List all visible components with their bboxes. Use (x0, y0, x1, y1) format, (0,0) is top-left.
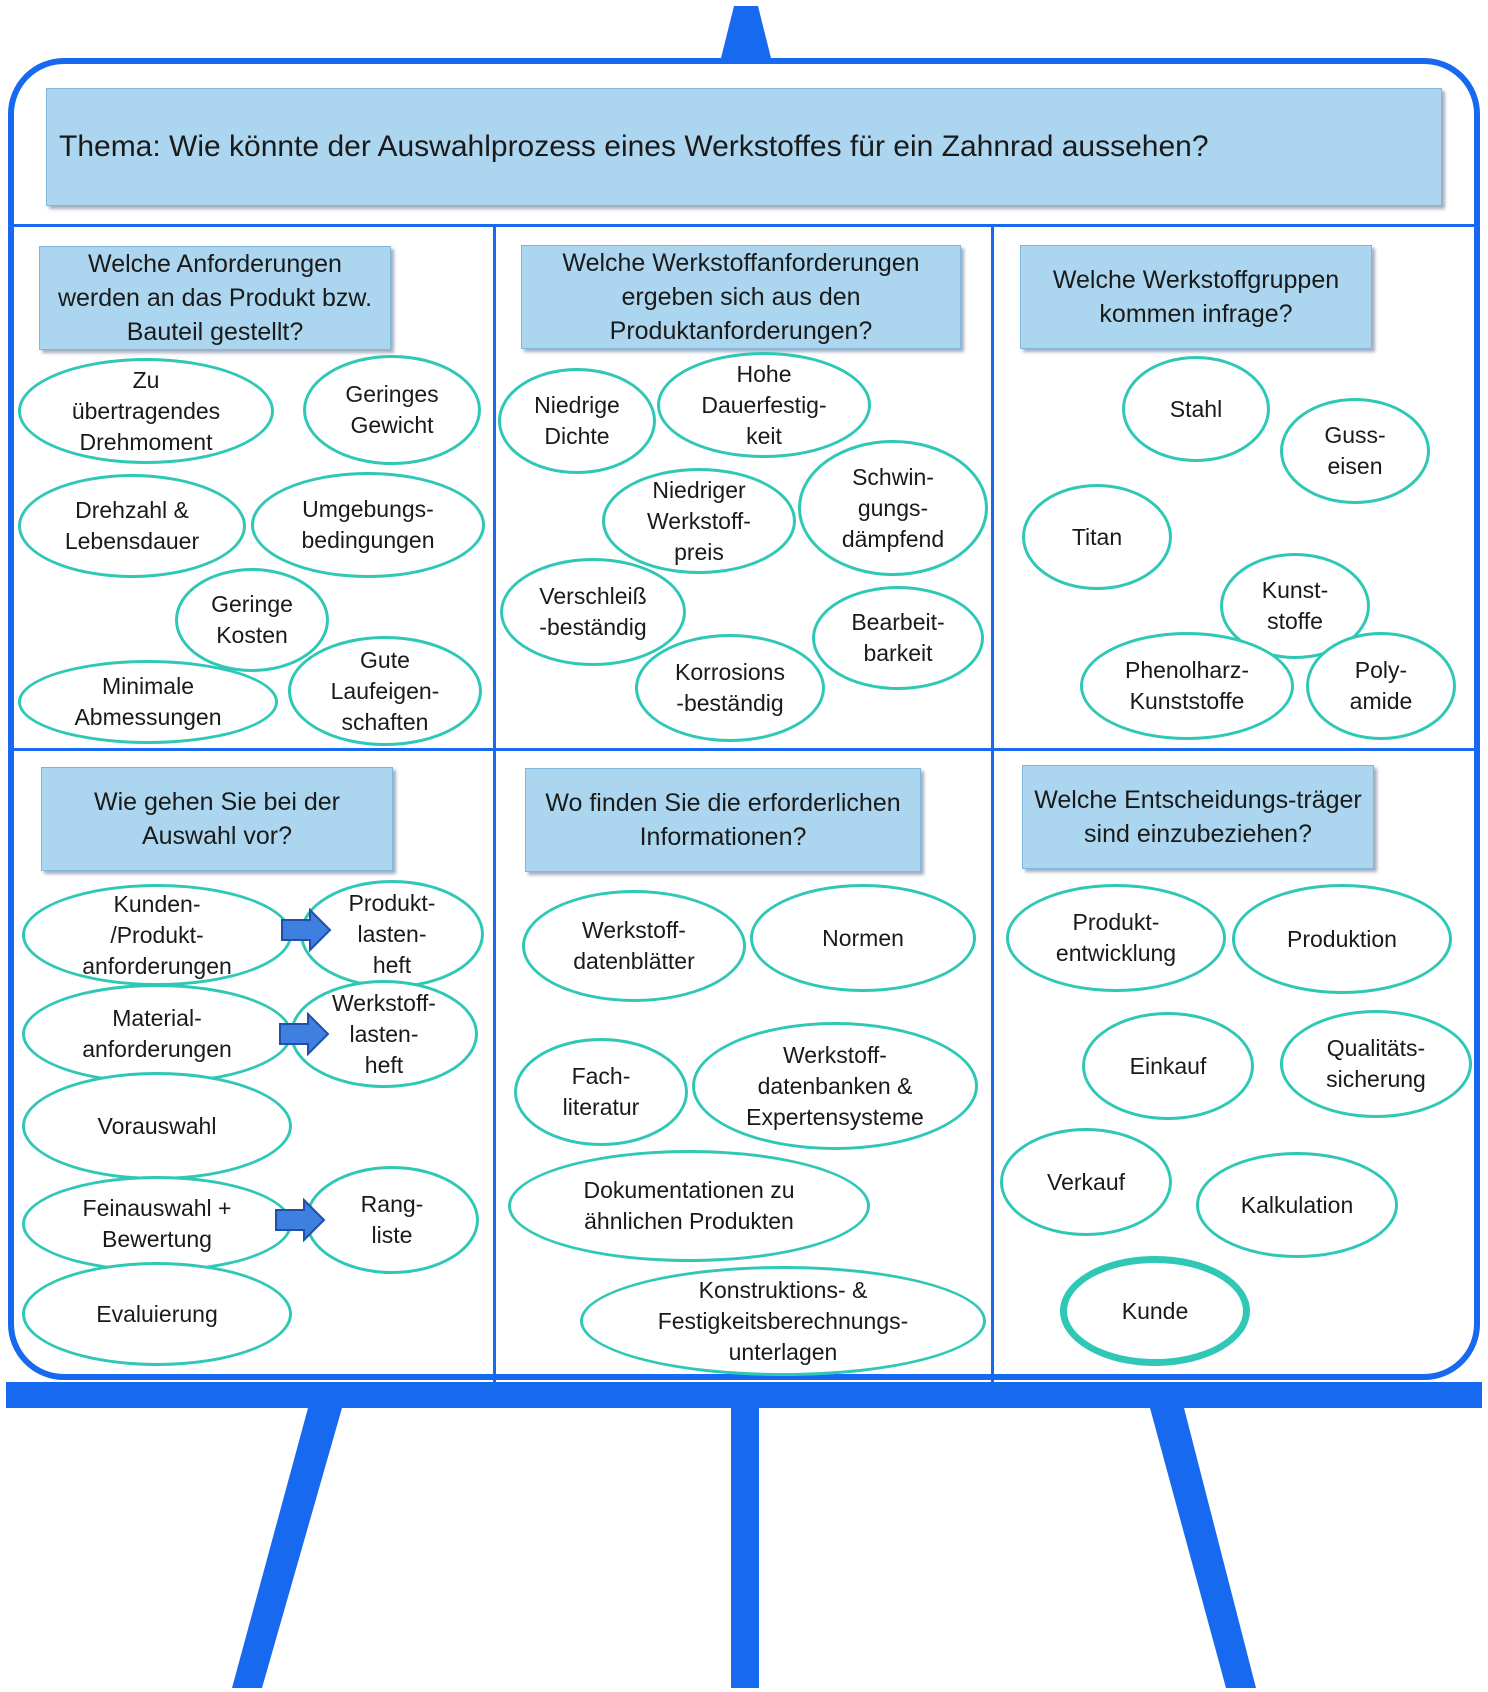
item-oval: Guss- eisen (1280, 398, 1430, 504)
item-oval: Werkstoff- datenblätter (522, 890, 746, 1002)
item-oval: Normen (750, 884, 976, 992)
item-oval: Produkt- lasten- heft (300, 880, 484, 988)
theme-box: Thema: Wie könnte der Auswahlprozess ein… (46, 88, 1442, 206)
question-box-information: Wo finden Sie die erforderlichen Informa… (525, 768, 921, 872)
question-text: Welche Werkstoffanforderungen ergeben si… (562, 249, 920, 345)
item-oval: Geringe Kosten (175, 568, 329, 672)
question-text: Welche Entscheidungs-träger sind einzube… (1034, 786, 1362, 848)
item-oval: Kalkulation (1196, 1152, 1398, 1258)
question-box-material-requirements: Welche Werkstoffanforderungen ergeben si… (521, 245, 961, 349)
item-oval: Fach- literatur (514, 1038, 688, 1146)
item-oval: Rang- liste (305, 1166, 479, 1274)
right-arrow-icon (281, 908, 332, 952)
easel-leg-center (731, 1408, 759, 1688)
question-text: Welche Werkstoffgruppen kommen infrage? (1052, 266, 1340, 328)
question-box-requirements: Welche Anforderungen werden an das Produ… (39, 246, 391, 350)
item-oval: Niedrige Dichte (498, 368, 656, 474)
item-oval: Evaluierung (22, 1262, 292, 1366)
item-oval: Korrosions -beständig (635, 634, 825, 742)
item-oval: Geringes Gewicht (303, 355, 481, 465)
item-oval: Zu übertragendes Drehmoment (18, 358, 274, 464)
item-oval: Feinauswahl + Bewertung (22, 1176, 292, 1272)
item-oval: Umgebungs- bedingungen (251, 472, 485, 578)
theme-text: Thema: Wie könnte der Auswahlprozess ein… (59, 130, 1209, 163)
question-text: Welche Anforderungen werden an das Produ… (57, 250, 373, 346)
item-oval: Stahl (1122, 356, 1270, 462)
item-oval: Niedriger Werkstoff- preis (602, 468, 796, 574)
item-oval: Schwin- gungs- dämpfend (798, 440, 988, 576)
grid-line-top (12, 224, 1476, 227)
right-arrow-icon (279, 1012, 330, 1056)
item-oval: Qualitäts- sicherung (1280, 1010, 1472, 1118)
item-oval: Phenolharz- Kunststoffe (1080, 632, 1294, 740)
easel-leg-left (232, 1408, 342, 1688)
item-oval: Poly- amide (1306, 632, 1456, 740)
item-oval-highlight: Kunde (1060, 1256, 1250, 1366)
item-oval: Verkauf (1000, 1128, 1172, 1236)
question-text: Wie gehen Sie bei der Auswahl vor? (94, 788, 340, 850)
item-oval: Gute Laufeigen- schaften (288, 636, 482, 746)
item-oval: Einkauf (1082, 1012, 1254, 1120)
question-box-decision-makers: Welche Entscheidungs-träger sind einzube… (1022, 765, 1374, 869)
grid-line-middle (12, 748, 1476, 751)
item-oval: Minimale Abmessungen (18, 660, 278, 744)
easel-top-peg (720, 6, 772, 62)
question-box-procedure: Wie gehen Sie bei der Auswahl vor? (41, 767, 393, 871)
grid-line-col1 (493, 224, 496, 1382)
item-oval: Konstruktions- & Festigkeitsberechnungs-… (580, 1266, 986, 1376)
item-oval: Vorauswahl (22, 1072, 292, 1180)
item-oval: Produkt- entwicklung (1006, 884, 1226, 992)
easel-tray (6, 1382, 1482, 1408)
item-oval: Hohe Dauerfestig- keit (657, 352, 871, 458)
item-oval: Kunden- /Produkt- anforderungen (22, 884, 292, 986)
question-text: Wo finden Sie die erforderlichen Informa… (545, 789, 901, 851)
item-oval: Produktion (1232, 884, 1452, 994)
item-oval: Verschleiß -beständig (500, 558, 686, 666)
item-oval: Titan (1022, 484, 1172, 590)
grid-line-col2 (991, 224, 994, 1382)
item-oval: Dokumentationen zu ähnlichen Produkten (508, 1150, 870, 1262)
item-oval: Drehzahl & Lebensdauer (18, 474, 246, 578)
easel-leg-right (1150, 1408, 1256, 1688)
question-box-material-groups: Welche Werkstoffgruppen kommen infrage? (1020, 245, 1372, 349)
item-oval: Werkstoff- datenbanken & Expertensysteme (692, 1022, 978, 1150)
item-oval: Bearbeit- barkeit (812, 586, 984, 690)
item-oval: Material- anforderungen (22, 984, 292, 1084)
right-arrow-icon (275, 1198, 326, 1242)
